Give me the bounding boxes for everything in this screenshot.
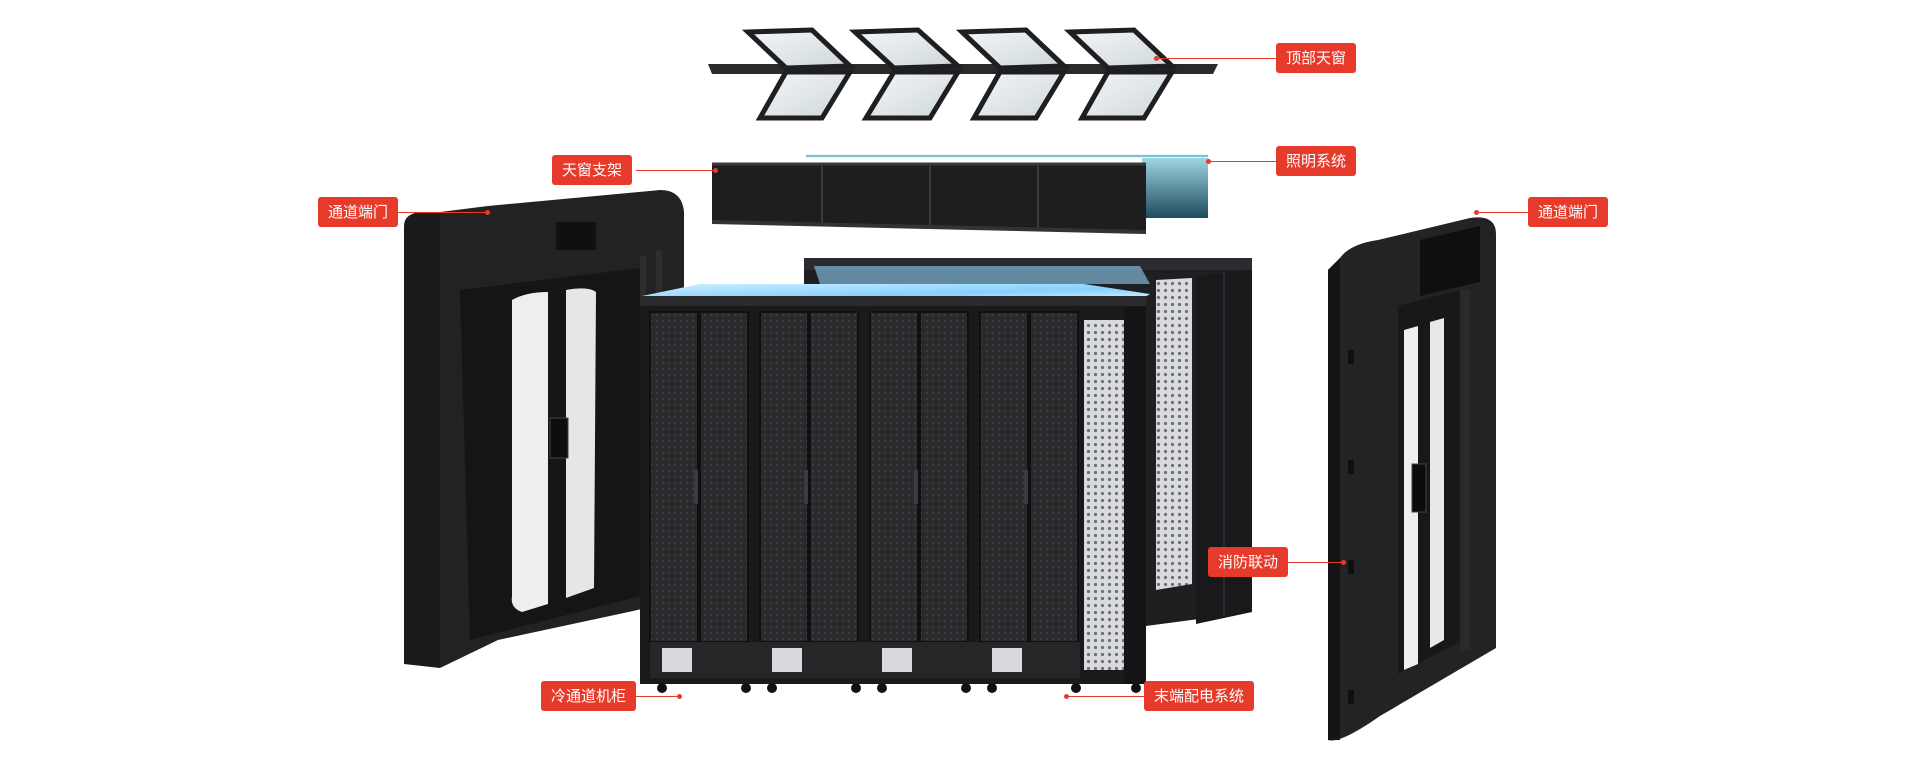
skylight-bracket-leader [636,168,718,173]
cold-aisle-cabinet-leader [624,694,682,699]
top-skylight-label: 顶部天窗 [1276,43,1357,73]
cold-aisle-cabinet-label: 冷通道机柜 [541,681,637,711]
left-end-door-leader [396,210,490,215]
skylight-bracket-graphic [712,162,1146,234]
power-distribution-label: 末端配电系统 [1144,681,1255,711]
left-end-door-label: 通道端门 [318,197,399,227]
fire-linkage-leader [1282,560,1346,565]
top-skylight-graphic [708,27,1218,121]
fire-linkage-label: 消防联动 [1208,547,1289,577]
right-end-door-leader [1474,210,1528,215]
skylight-bracket-label: 天窗支架 [552,155,633,185]
right-end-door-graphic [1328,217,1496,741]
left-end-door-graphic [404,190,684,668]
lighting-system-graphic [806,154,1208,218]
right-end-door-label: 通道端门 [1528,197,1609,227]
lighting-system-leader [1206,159,1276,164]
power-distribution-leader [1064,694,1144,699]
lighting-system-label: 照明系统 [1276,146,1357,176]
front-row-cabinets-graphic [640,284,1150,693]
top-skylight-leader [1154,56,1276,61]
